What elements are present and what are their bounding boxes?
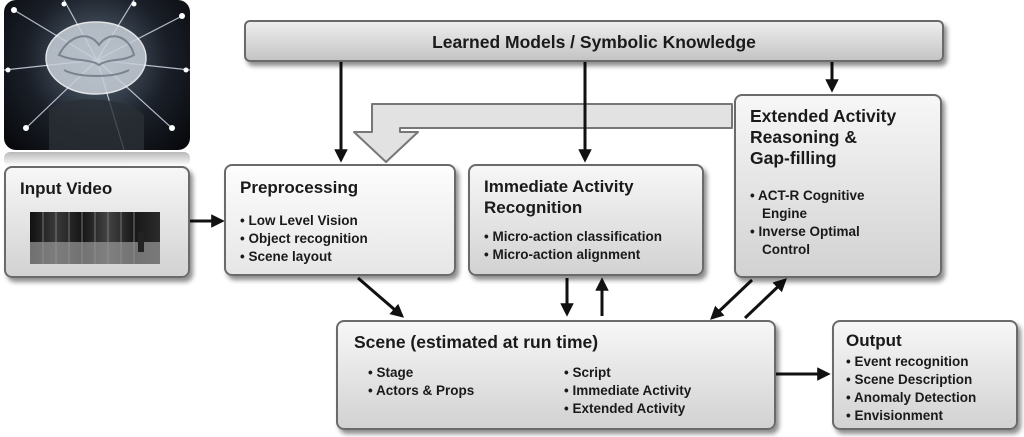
- output-list: Event recognition Scene Description Anom…: [846, 353, 1016, 425]
- list-item: Stage: [368, 364, 474, 382]
- list-item: Scene Description: [846, 371, 1016, 389]
- scene-title: Scene (estimated at run time): [354, 332, 599, 352]
- list-item: Anomaly Detection: [846, 389, 1016, 407]
- brain-reflection: [4, 152, 190, 166]
- list-item: Immediate Activity: [564, 382, 691, 400]
- feedback-arrow: [353, 103, 733, 163]
- extended-activity-box: Extended Activity Reasoning & Gap-fillin…: [734, 94, 942, 278]
- list-item: Inverse Optimal: [750, 223, 940, 241]
- brain-graphic: [4, 0, 190, 150]
- extended-list: ACT-R Cognitive Engine Inverse Optimal C…: [750, 187, 940, 259]
- arrow-preprocessing-to-scene: [357, 276, 405, 318]
- list-item: Object recognition: [240, 230, 454, 248]
- video-frames-graphic: [30, 212, 160, 264]
- list-item: ACT-R Cognitive: [750, 187, 940, 205]
- scene-box: Scene (estimated at run time) Stage Acto…: [336, 320, 776, 430]
- list-item: Script: [564, 364, 691, 382]
- immediate-title-line1: Immediate Activity: [484, 177, 634, 196]
- extended-title-line2: Reasoning &: [750, 127, 857, 147]
- knowledge-bar-label: Learned Models / Symbolic Knowledge: [432, 32, 756, 52]
- list-item: Scene layout: [240, 248, 454, 266]
- extended-title-line1: Extended Activity: [750, 106, 897, 126]
- list-item: Envisionment: [846, 407, 1016, 425]
- list-item: Micro-action classification: [484, 228, 702, 246]
- brain-illustration: [4, 0, 190, 150]
- immediate-activity-box: Immediate Activity Recognition Micro-act…: [468, 164, 704, 276]
- list-item: Actors & Props: [368, 382, 474, 400]
- list-item: Micro-action alignment: [484, 246, 702, 264]
- output-title: Output: [846, 331, 902, 350]
- preprocessing-list: Low Level Vision Object recognition Scen…: [240, 212, 454, 266]
- input-video-title: Input Video: [20, 179, 113, 198]
- scene-right-list: Script Immediate Activity Extended Activ…: [564, 364, 691, 418]
- list-item-continuation: Engine: [762, 206, 808, 221]
- list-item: Extended Activity: [564, 400, 691, 418]
- arrow-scene-to-extended: [743, 278, 787, 320]
- knowledge-bar: Learned Models / Symbolic Knowledge: [244, 20, 944, 62]
- scene-left-list: Stage Actors & Props: [368, 364, 474, 400]
- immediate-list: Micro-action classification Micro-action…: [484, 228, 702, 264]
- video-thumbnail: [30, 212, 160, 264]
- immediate-title-line2: Recognition: [484, 198, 583, 217]
- list-item: Event recognition: [846, 353, 1016, 371]
- preprocessing-title: Preprocessing: [240, 178, 359, 197]
- arrow-extended-to-scene: [710, 278, 754, 320]
- extended-title-line3: Gap-filling: [750, 148, 837, 168]
- preprocessing-box: Preprocessing Low Level Vision Object re…: [224, 164, 456, 276]
- input-video-box: Input Video: [4, 166, 190, 278]
- list-item-continuation: Control: [762, 242, 810, 257]
- list-item: Low Level Vision: [240, 212, 454, 230]
- output-box: Output Event recognition Scene Descripti…: [832, 320, 1018, 430]
